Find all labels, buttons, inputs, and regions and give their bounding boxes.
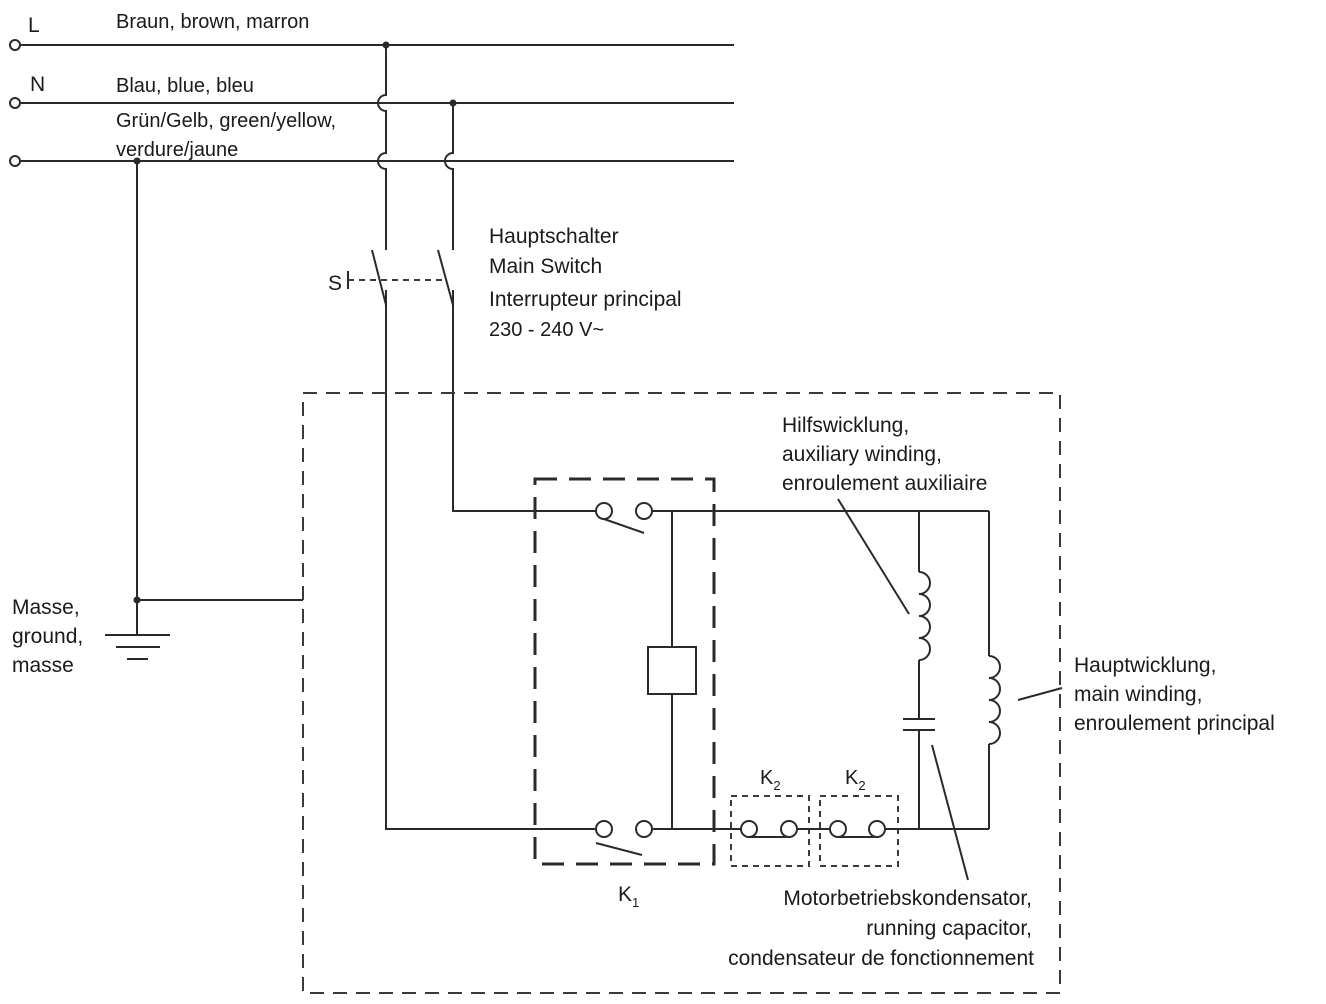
main-winding-label-line2: main winding,: [1074, 683, 1202, 706]
ground-symbol: [105, 157, 303, 660]
main-winding-leader: [1017, 687, 1063, 701]
ground-label-line3: masse: [12, 654, 74, 677]
line-terminal-label: L: [28, 14, 40, 37]
machine-housing-outline: [302, 392, 1061, 994]
capacitor-label-line1: Motorbetriebskondensator,: [783, 887, 1032, 910]
main-winding-label-line1: Hauptwicklung,: [1074, 654, 1216, 677]
main-switch-label-line3: Interrupteur principal: [489, 288, 682, 311]
capacitor-label-line2: running capacitor,: [866, 917, 1032, 940]
ground-label-line2: ground,: [12, 625, 83, 648]
ground-label-line1: Masse,: [12, 596, 80, 619]
k2-first-outline: [730, 795, 810, 867]
k1-upper-contact: [595, 502, 653, 534]
main-winding: [988, 511, 1001, 829]
line-drop: [371, 41, 596, 830]
k1-coil: [647, 646, 697, 695]
main-switch-label-line2: Main Switch: [489, 255, 602, 278]
earth-wire-label-line2: verdure/jaune: [116, 139, 238, 161]
neutral-wire-label: Blau, blue, bleu: [116, 75, 254, 97]
k1-lower-contact: [595, 820, 653, 856]
k2-first-contact: [740, 820, 798, 838]
main-winding-label-line3: enroulement principal: [1074, 712, 1275, 735]
k2-second-label: K2: [845, 767, 866, 793]
main-switch-voltage: 230 - 240 V~: [489, 319, 604, 341]
aux-winding-leader: [837, 498, 910, 615]
aux-winding-label-line3: enroulement auxiliaire: [782, 472, 987, 495]
k2-second-contact: [829, 820, 886, 838]
k2-first-label: K2: [760, 767, 781, 793]
neutral-terminal: [9, 97, 21, 109]
k2-second-outline: [819, 795, 899, 867]
line-wire-label: Braun, brown, marron: [116, 11, 309, 33]
line-terminal: [9, 39, 21, 51]
earth-terminal: [9, 155, 21, 167]
main-switch-symbol: S: [328, 272, 342, 295]
k1-contactor-outline: [533, 477, 716, 866]
running-capacitor: [903, 718, 935, 829]
main-switch-label-line1: Hauptschalter: [489, 225, 619, 248]
aux-winding-label-line1: Hilfswicklung,: [782, 414, 909, 437]
neutral-drop: [437, 99, 596, 512]
k1-label: K1: [618, 883, 639, 910]
auxiliary-winding: [918, 511, 931, 719]
aux-winding-label-line2: auxiliary winding,: [782, 443, 942, 466]
neutral-terminal-label: N: [30, 73, 45, 96]
main-switch: S: [328, 271, 444, 295]
earth-wire-label-line1: Grün/Gelb, green/yellow,: [116, 110, 336, 132]
capacitor-leader: [931, 744, 969, 881]
capacitor-label-line3: condensateur de fonctionnement: [728, 947, 1034, 970]
